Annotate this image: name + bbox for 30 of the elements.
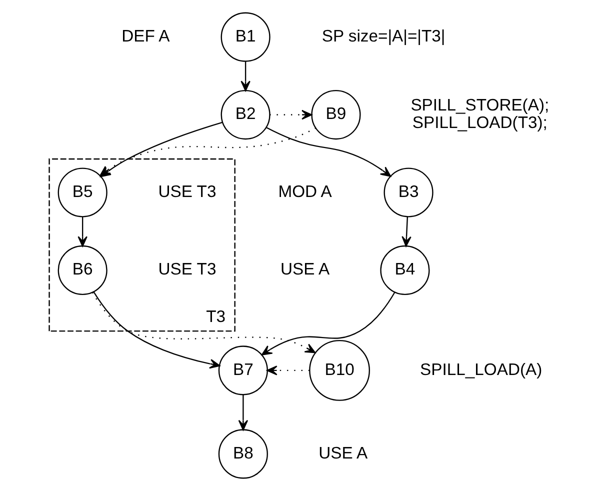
- arrow: [266, 366, 310, 376]
- node-label: MOD A: [278, 182, 332, 201]
- arrow: [92, 292, 316, 354]
- node-label: USE T3: [158, 260, 216, 279]
- arrow: [402, 216, 412, 247]
- node-circle: B5: [58, 168, 108, 218]
- arrow: [78, 216, 88, 247]
- node-circle: B7: [218, 346, 268, 396]
- arrow: [240, 61, 250, 92]
- node-circle: B2: [220, 90, 270, 140]
- arrow: [93, 291, 220, 369]
- node-label: SPILL_STORE(A);: [410, 95, 550, 114]
- arrow: [238, 394, 248, 431]
- node-circle: B9: [311, 90, 361, 140]
- node-label: DEF A: [122, 26, 170, 46]
- arrow: [270, 110, 312, 120]
- node-label: SPILL_LOAD(T3);: [412, 113, 548, 132]
- arrow: [266, 126, 392, 177]
- node-label: SPILL_LOAD(A): [420, 360, 542, 379]
- node-circle: B3: [384, 168, 434, 218]
- node-circle: B8: [218, 429, 268, 479]
- label: SP size=|A|=|T3|: [322, 26, 446, 46]
- node-label: USE A: [318, 443, 368, 462]
- node-circle: B4: [380, 245, 430, 296]
- node-label: USE T3: [158, 182, 216, 201]
- node-label: USE A: [280, 260, 330, 279]
- node-circle: B6: [58, 245, 108, 296]
- node-circle: B1: [220, 12, 270, 62]
- node-circle: B10: [309, 340, 370, 401]
- arrow: [261, 292, 396, 356]
